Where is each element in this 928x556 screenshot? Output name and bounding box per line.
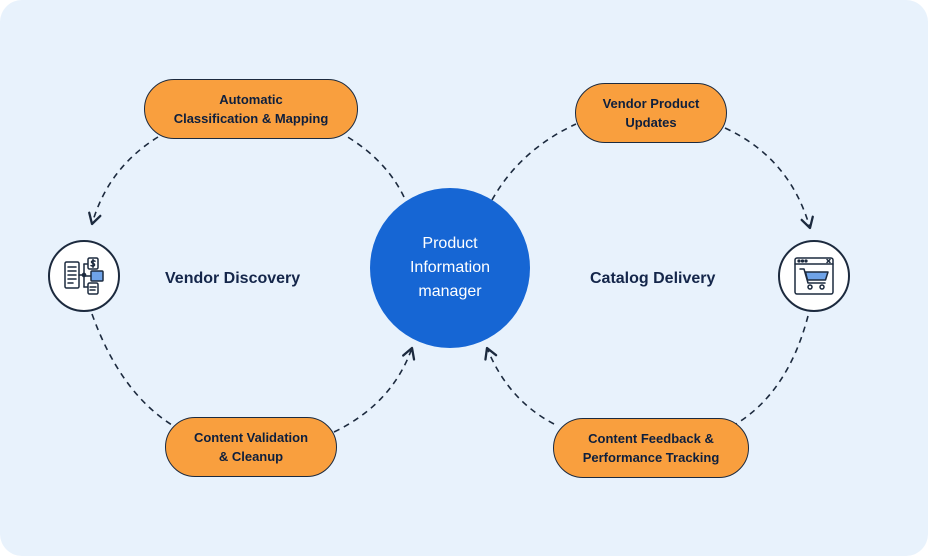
- step-validation-line1: Content Validation: [193, 430, 309, 445]
- line-hub-to-classification: [345, 135, 405, 198]
- loop-label-catalog-delivery: Catalog Delivery: [590, 270, 716, 287]
- arrow-feedback-to-hub: [484, 346, 555, 425]
- step-vendor-updates-line2: Updates: [625, 115, 677, 130]
- hub-line1: Product: [422, 235, 478, 252]
- step-classification-line1: Automatic: [219, 92, 283, 107]
- step-content-validation: Content Validation & Cleanup: [165, 417, 337, 477]
- arrow-validation-to-hub: [333, 346, 416, 433]
- step-classification-line2: Classification & Mapping: [173, 111, 329, 126]
- step-vendor-updates-line1: Vendor Product: [602, 96, 700, 111]
- line-icon-to-validation: [91, 313, 173, 426]
- catalog-delivery-node: [778, 240, 850, 312]
- arrow-classification-to-icon: [88, 136, 159, 226]
- step-content-feedback: Content Feedback & Performance Tracking: [553, 418, 749, 478]
- line-icon-to-feedback: [735, 315, 809, 425]
- step-automatic-classification: Automatic Classification & Mapping: [144, 79, 358, 139]
- hub-line2: Information: [409, 259, 491, 276]
- shopping-cart-browser-icon: [794, 257, 834, 295]
- hub-line3: manager: [418, 283, 482, 300]
- step-feedback-line2: Performance Tracking: [582, 450, 720, 465]
- line-hub-to-vendor-updates: [491, 123, 577, 201]
- hub-product-information-manager: Product Information manager: [370, 188, 530, 348]
- step-vendor-product-updates: Vendor Product Updates: [575, 83, 727, 143]
- workflow-document-icon: [64, 257, 104, 295]
- arrow-vendor-updates-to-icon: [724, 127, 814, 230]
- step-feedback-line1: Content Feedback &: [588, 431, 714, 446]
- vendor-discovery-node: [48, 240, 120, 312]
- step-validation-line2: & Cleanup: [218, 449, 284, 464]
- loop-label-vendor-discovery: Vendor Discovery: [165, 270, 301, 287]
